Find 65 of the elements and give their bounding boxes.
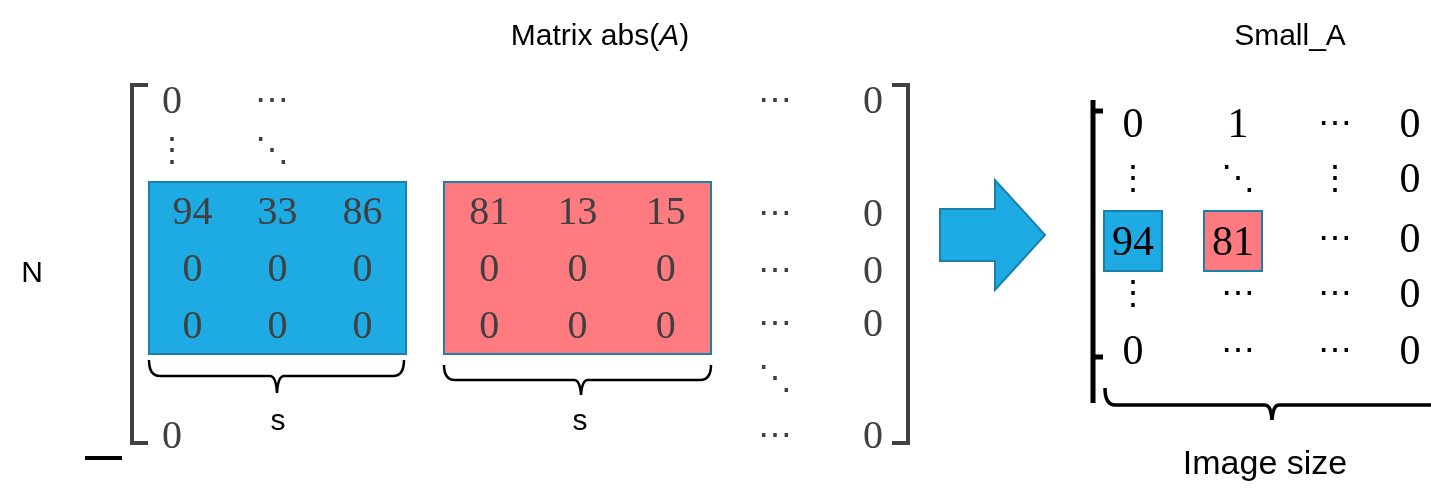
matrix-entry: 0 [162,80,182,120]
matrix-entry: 0 [267,304,288,345]
dimension-label: Image size [1182,445,1348,479]
matrix-entry: 0 [1399,272,1421,314]
matrix-entry: 0 [162,415,182,455]
dimension-label: N [21,257,43,287]
ellipsis: ⋯ [1221,333,1255,367]
matrix-entry: 0 [352,248,373,288]
ellipsis: ⋯ [1318,276,1352,310]
matrix-title: Small_A [1234,18,1346,52]
ellipsis: ⋯ [758,418,792,452]
matrix-entry: 0 [352,304,373,345]
ellipsis: ⋯ [758,306,792,340]
matrix-entry: 0 [479,248,500,288]
matrix-entry: 81 [469,191,510,232]
matrix-entry: 13 [557,191,598,232]
ellipsis: ⋯ [758,83,792,117]
ellipsis: ⋯ [1221,276,1255,310]
matrix-entry: 0 [182,248,203,288]
matrix-entry: 0 [1399,102,1421,144]
ellipsis: ⋮ [1116,276,1150,310]
matrix-entry: 86 [342,191,383,232]
matrix-entry: 0 [655,248,676,288]
matrix-entry: 0 [863,193,883,233]
highlight-block [148,181,407,355]
matrix-entry: 81 [1212,220,1254,262]
ellipsis: ⋯ [1318,333,1352,367]
dimension-label: s [572,405,588,435]
matrix-entry: 0 [1122,102,1144,144]
ellipsis: ⋯ [758,196,792,230]
matrix-entry: 0 [267,248,288,288]
highlight-block [1103,210,1163,272]
ellipsis: ⋮ [155,133,189,167]
ellipsis: ⋯ [758,253,792,287]
highlight-block [443,181,712,355]
block-arrow [939,177,1047,293]
ellipsis: ⋯ [1318,106,1352,140]
matrix-entry: 0 [863,415,883,455]
matrix-entry: 0 [863,250,883,290]
matrix-entry: 0 [567,248,588,288]
ellipsis: ⋮ [1318,161,1352,195]
matrix-entry: 0 [1399,329,1421,371]
matrix-entry: 0 [863,303,883,343]
matrix-entry: 1 [1227,102,1249,144]
ellipsis: ⋱ [1221,161,1255,195]
matrix-entry: 33 [257,191,298,232]
ellipsis: ⋱ [758,361,792,395]
ellipsis: ⋱ [255,133,289,167]
matrix-title: Matrix abs(A) [510,18,690,52]
matrix-entry: 0 [655,304,676,345]
ellipsis: ⋮ [1116,161,1150,195]
matrix-entry: 0 [1122,329,1144,371]
matrix-entry: 0 [182,304,203,345]
matrix-entry: 94 [172,191,213,232]
matrix-entry: 0 [567,304,588,345]
ellipsis: ⋯ [1318,221,1352,255]
matrix-entry: 0 [479,304,500,345]
dimension-label: s [270,405,286,435]
ellipsis: ⋯ [255,83,289,117]
matrix-entry: 0 [1399,157,1421,199]
matrix-entry: 0 [863,80,883,120]
matrix-entry: 94 [1112,220,1154,262]
matrix-entry: 0 [1399,217,1421,259]
matrix-entry: 15 [645,191,686,232]
highlight-block [1203,210,1263,272]
